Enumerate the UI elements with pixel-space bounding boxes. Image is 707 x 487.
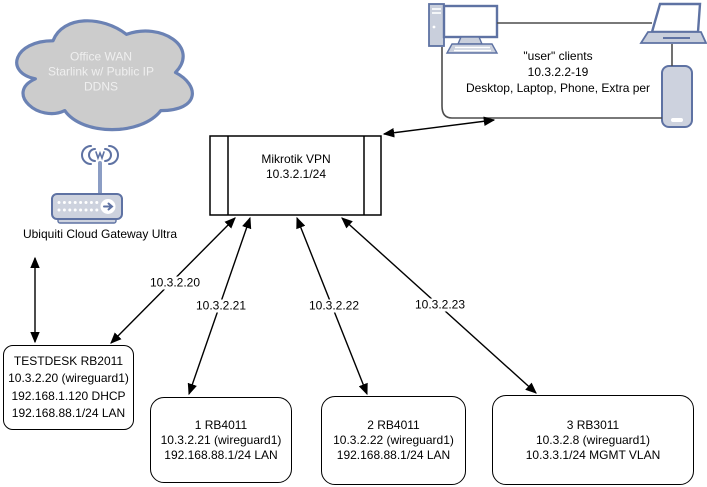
clients-label-line: "user" clients [523,49,593,63]
edge-label-router2: 10.3.2.22 [306,298,362,313]
clients-label: "user" clients 10.3.2.2-19 Desktop, Lapt… [466,48,650,96]
vpn-node-label: Mikrotik VPN 10.3.2.1/24 [261,152,330,182]
router1-node-line: 1 RB4011 [194,417,248,432]
router2-node-line: 10.3.2.22 (wireguard1) [333,433,454,447]
wan-cloud-label-line: Office WAN [69,49,133,64]
router2-node: 2 RB4011 10.3.2.22 (wireguard1) 192.168.… [321,396,466,485]
edge-label-router1: 10.3.2.21 [193,298,249,313]
wan-cloud-label-line: DDNS [83,79,119,94]
router3-node: 3 RB3011 10.3.2.8 (wireguard1) 10.3.3.1/… [492,395,694,485]
wan-cloud-icon [15,19,194,132]
clients-label-line: Desktop, Laptop, Phone, Extra per [465,81,651,95]
router3-node-line: 3 RB3011 [566,417,620,432]
wan-cloud-label-line: Starlink w/ Public IP [47,64,155,79]
gateway-label: Ubiquiti Cloud Gateway Ultra [22,227,178,241]
testdesk-node-line: TESTDESK RB2011 [13,353,124,368]
vpn-node-label-line: Mikrotik VPN [261,152,331,166]
edge-vpn-clients [382,116,496,138]
vpn-node-shape [209,135,382,216]
router1-node-line: 10.3.2.21 (wireguard1) [160,432,282,447]
router2-node-line: 192.168.88.1/24 LAN [336,448,451,462]
testdesk-node: TESTDESK RB2011 10.3.2.20 (wireguard1) 1… [3,345,134,430]
gateway-router-icon [51,145,123,224]
router2-node-line: 2 RB4011 [367,418,420,432]
testdesk-node-line: 192.168.1.120 DHCP [11,388,126,403]
testdesk-node-line: 10.3.2.20 (wireguard1) [8,371,129,385]
router3-node-line: 10.3.3.1/24 MGMT VLAN [525,447,661,462]
vpn-node-label-line: 10.3.2.1/24 [265,167,327,181]
router1-node: 1 RB4011 10.3.2.21 (wireguard1) 192.168.… [150,397,292,483]
testdesk-node-line: 192.168.88.1/24 LAN [11,406,126,420]
edge-label-router3: 10.3.2.23 [412,297,468,312]
edge-label-testdesk: 10.3.2.20 [147,275,203,290]
router3-node-line: 10.3.2.8 (wireguard1) [535,432,651,447]
router1-node-line: 192.168.88.1/24 LAN [164,447,278,462]
phone-icon [661,65,693,128]
laptop-icon [639,2,707,44]
desktop-icon [428,3,499,54]
clients-label-line: 10.3.2.2-19 [527,65,589,79]
wan-cloud-label: Office WAN Starlink w/ Public IP DDNS [48,50,154,95]
